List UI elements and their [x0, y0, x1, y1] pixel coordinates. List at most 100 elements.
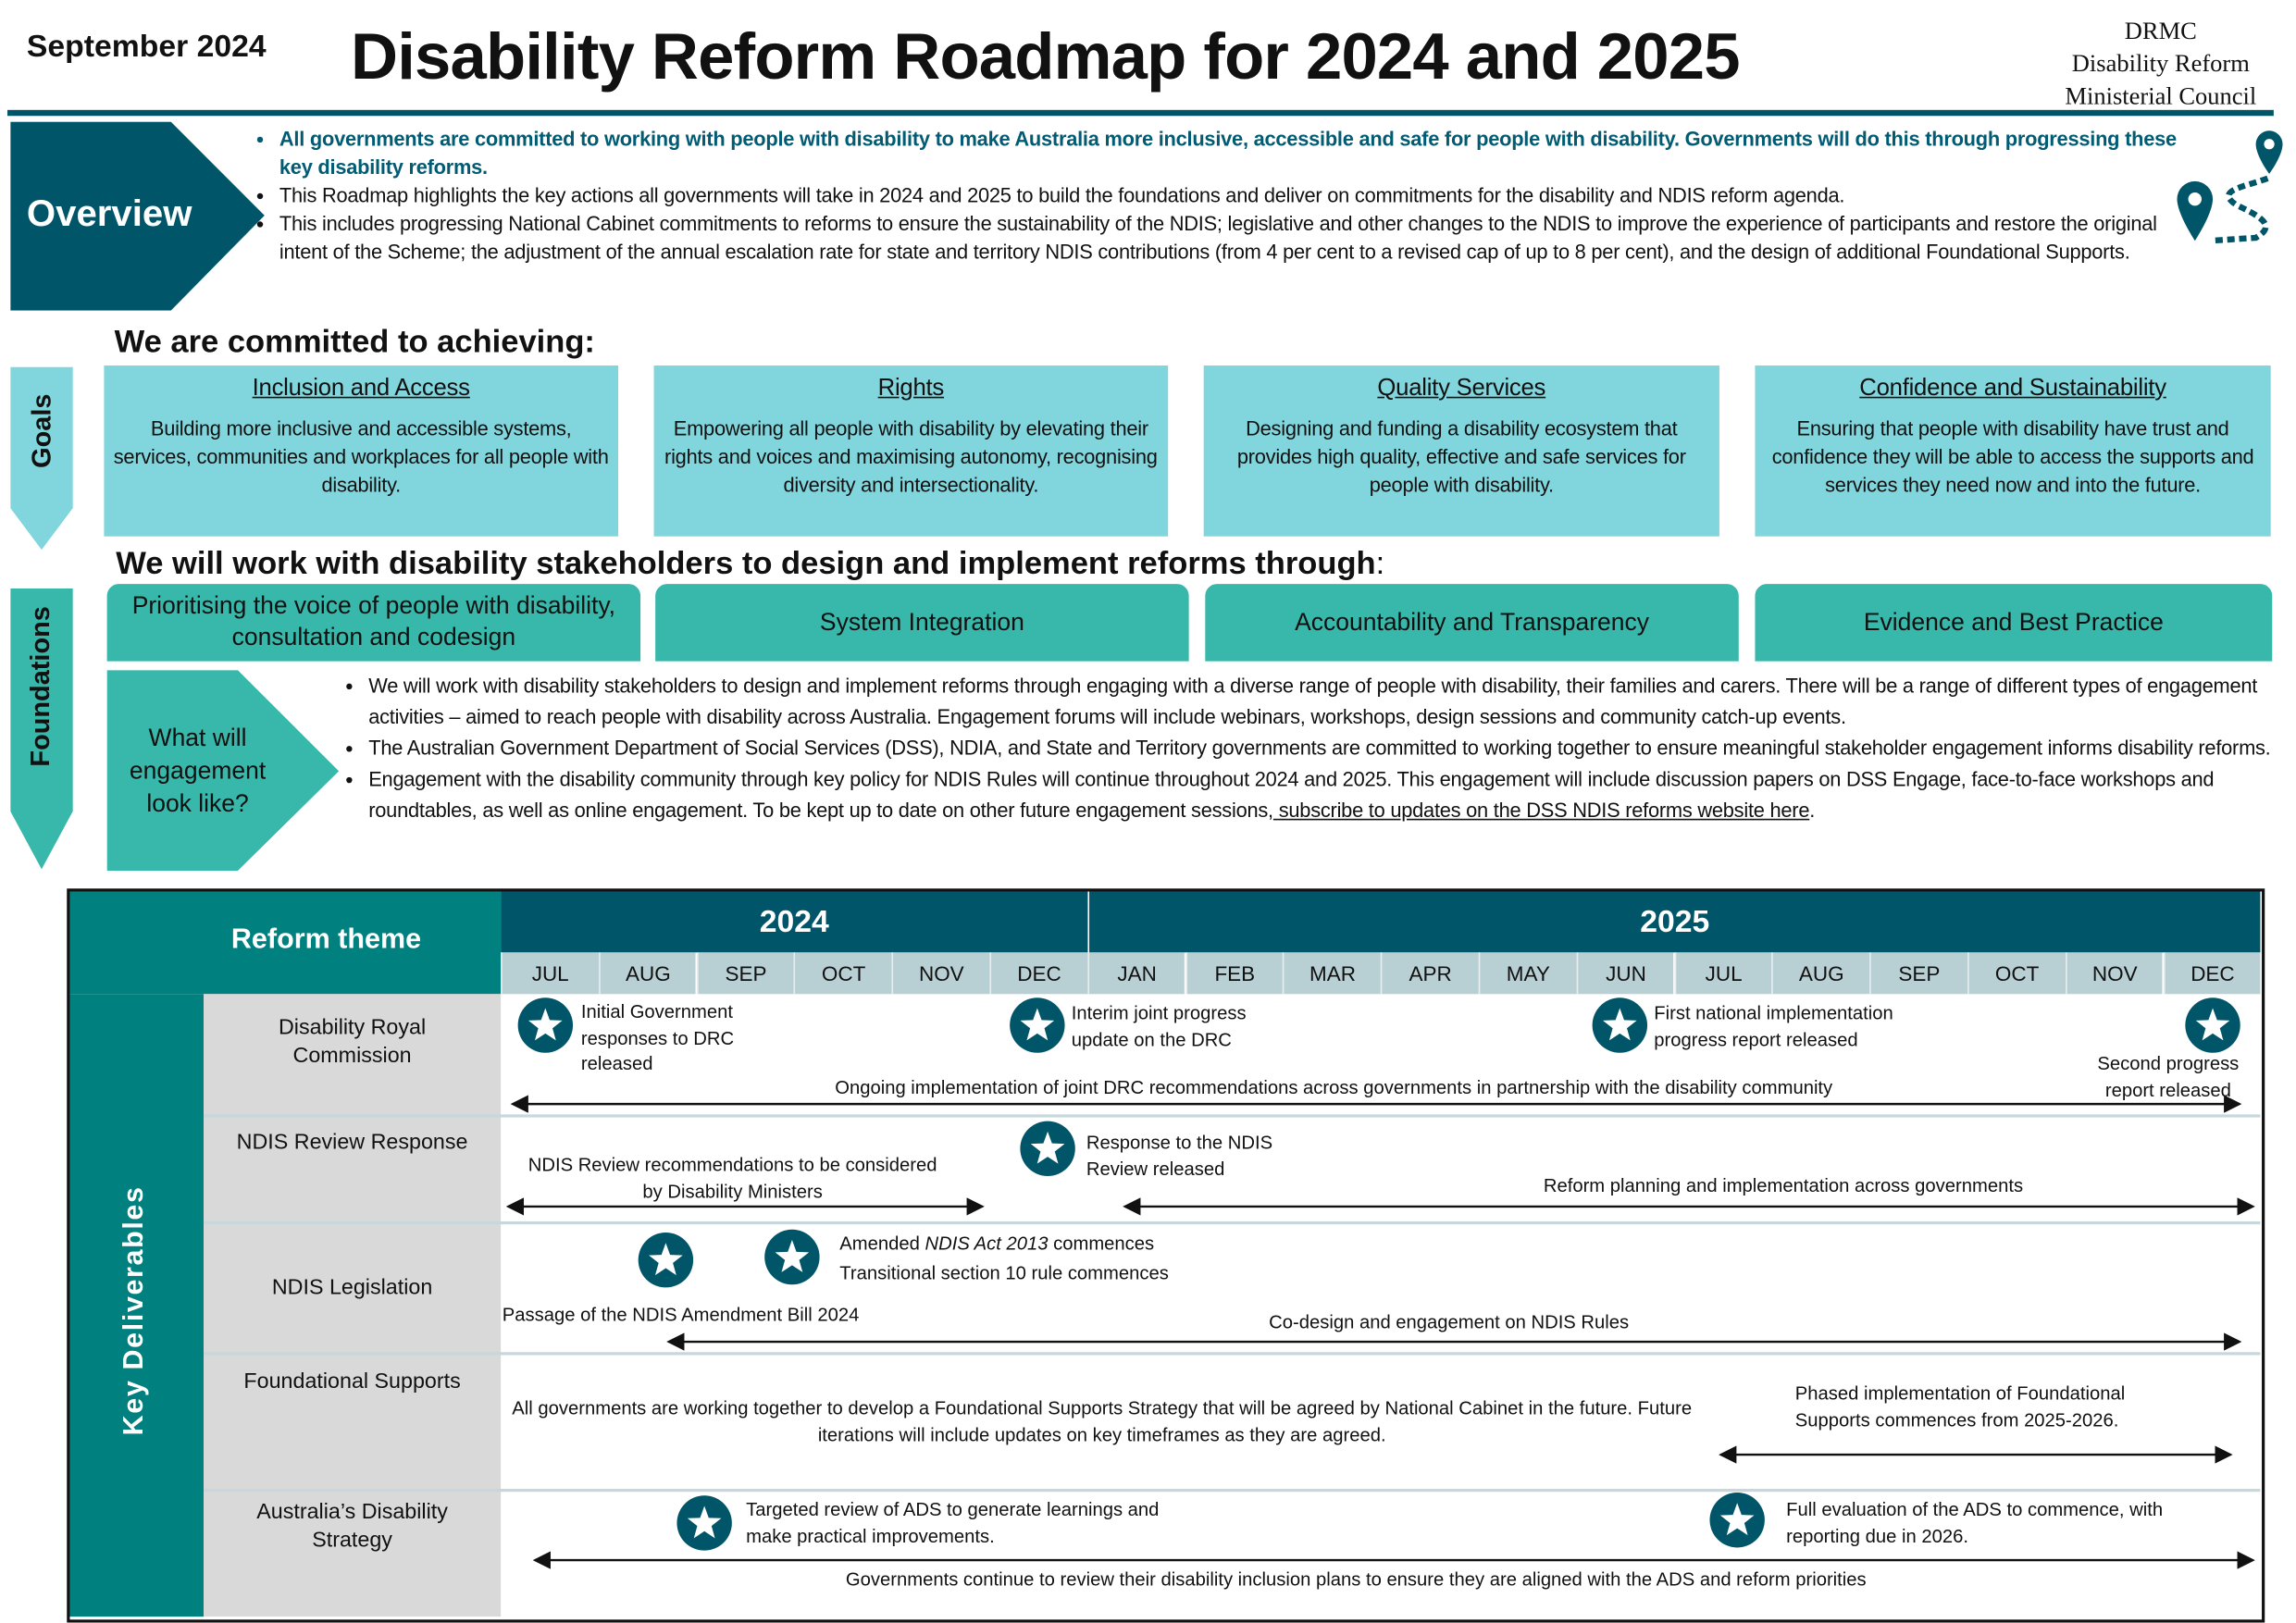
overview-chevron [10, 121, 265, 311]
roadmap-table [67, 888, 2265, 1623]
divider [7, 109, 2274, 117]
month-aug: AUG [1771, 952, 1870, 995]
milestone-text: First national implementation progress r… [1654, 1002, 1893, 1050]
theme-ndis-review: NDIS Review Response [236, 1131, 468, 1155]
month-mar: MAR [1283, 952, 1381, 995]
ongoing-text: Co-design and engagement on NDIS Rules [1269, 1311, 1630, 1333]
dss-subscribe-link[interactable]: subscribe to updates on the DSS NDIS ref… [1272, 799, 1810, 823]
ongoing-text: NDIS Review recommendations to be consid… [527, 1154, 937, 1202]
foundation-tab: Accountability and Transparency [1205, 584, 1739, 662]
milestone-text: Amended NDIS Act 2013 commences [839, 1232, 1154, 1258]
month-nov: NOV [891, 952, 990, 995]
goals-heading: We are committed to achieving: [114, 324, 595, 360]
theme-ads: Australia’s Disability Strategy [256, 1500, 448, 1554]
engagement-bullets: We will work with disability stakeholder… [341, 670, 2274, 826]
month-nov: NOV [2065, 952, 2164, 995]
goal-desc: Ensuring that people with disability hav… [1771, 417, 2254, 497]
org-name: DRMC Disability Reform Ministerial Counc… [2039, 15, 2282, 113]
milestone-text: Transitional section 10 rule commences [839, 1262, 1169, 1284]
milestone-star-icon [638, 1232, 694, 1288]
month-may: MAY [1478, 952, 1577, 995]
milestone-star-icon [2185, 997, 2241, 1053]
milestone-text-part: commences [1048, 1233, 1155, 1255]
foundations-arrow [10, 588, 73, 870]
month-jul: JUL [501, 952, 599, 995]
goal-title: Quality Services [1377, 376, 1546, 402]
overview-label: Overview [26, 192, 192, 235]
overview-bullets: All governments are committed to working… [238, 125, 2185, 266]
milestone-text-part: Amended [839, 1233, 920, 1255]
ongoing-text: Ongoing implementation of joint DRC reco… [835, 1077, 1833, 1098]
period: . [1809, 799, 1816, 823]
overview-bullet: This Roadmap highlights the key actions … [279, 181, 2185, 210]
foundations-heading-text: We will work with disability stakeholder… [116, 545, 1376, 581]
goals-arrow [10, 366, 73, 551]
milestone-star-icon [1009, 997, 1065, 1053]
month-feb: FEB [1185, 952, 1284, 995]
theme-drc: Disability Royal Commission [278, 1016, 427, 1069]
key-deliverables-column [69, 994, 204, 1617]
milestone-star-icon [763, 1229, 820, 1285]
engagement-chevron [106, 670, 340, 871]
theme-header: Reform theme [230, 923, 422, 956]
milestone-text: Initial Government responses to DRC rele… [580, 1001, 735, 1074]
goal-title: Inclusion and Access [252, 376, 470, 402]
milestone-star-icon [676, 1494, 733, 1551]
milestone-star-icon [1709, 1492, 1766, 1548]
row-divider [203, 1220, 2261, 1225]
foundation-tab: Evidence and Best Practice [1755, 584, 2273, 662]
ongoing-text: All governments are working together to … [512, 1398, 1693, 1445]
foundations-heading: We will work with disability stakeholder… [116, 545, 1384, 582]
month-oct: OCT [794, 952, 892, 995]
engagement-bullet: The Australian Government Department of … [368, 733, 2274, 764]
engagement-bullet-text: Engagement with the disability community… [368, 768, 2215, 823]
goal-title: Rights [877, 376, 945, 402]
month-dec: DEC [989, 952, 1087, 995]
ongoing-text: Governments continue to review their dis… [845, 1568, 1867, 1591]
foundation-tab: Prioritising the voice of people with di… [106, 584, 641, 662]
engagement-bullet: Engagement with the disability community… [368, 763, 2274, 825]
milestone-text: Interim joint progress update on the DRC [1071, 1002, 1247, 1050]
goal-desc: Designing and funding a disability ecosy… [1236, 417, 1686, 497]
overview-bullet: All governments are committed to working… [279, 125, 2185, 181]
goal-desc: Building more inclusive and accessible s… [113, 417, 609, 497]
year-2024: 2024 [501, 891, 1088, 953]
month-jan: JAN [1087, 952, 1185, 995]
org-abbrev: DRMC [2124, 16, 2197, 45]
milestone-star-icon [1592, 997, 1648, 1053]
milestone-star-icon [1020, 1121, 1076, 1177]
milestone-text: Second progress report released [2097, 1053, 2240, 1101]
year-2025: 2025 [1089, 891, 2261, 953]
org-line: Disability Reform [2071, 48, 2250, 78]
month-oct: OCT [1967, 952, 2066, 995]
engagement-bullet: We will work with disability stakeholder… [368, 670, 2274, 732]
map-route-pin-icon [2177, 130, 2283, 244]
page-title: Disability Reform Roadmap for 2024 and 2… [350, 20, 1741, 94]
theme-header-cell [69, 891, 502, 995]
theme-foundational-supports: Foundational Supports [243, 1369, 461, 1394]
date-label: September 2024 [26, 30, 267, 65]
month-sep: SEP [1869, 952, 1967, 995]
theme-column [203, 994, 502, 1617]
row-divider [203, 1352, 2261, 1356]
goal-title: Confidence and Sustainability [1859, 376, 2166, 402]
row-divider [203, 1114, 2261, 1118]
overview-bullet: This includes progressing National Cabin… [279, 209, 2185, 266]
milestone-text: Response to the NDIS Review released [1086, 1132, 1273, 1180]
month-dec: DEC [2163, 952, 2261, 995]
org-line: Ministerial Council [2065, 81, 2257, 110]
row-divider [203, 1489, 2261, 1493]
month-aug: AUG [598, 952, 697, 995]
goal-desc: Empowering all people with disability by… [664, 417, 1158, 497]
milestone-text: Targeted review of ADS to generate learn… [746, 1499, 1160, 1546]
milestone-text: Passage of the NDIS Amendment Bill 2024 [502, 1304, 860, 1326]
ongoing-text: Phased implementation of Foundational Su… [1794, 1382, 2126, 1431]
heading-colon: : [1375, 545, 1385, 581]
milestone-star-icon [517, 997, 574, 1053]
engagement-label: What will engagement look like? [129, 725, 267, 818]
month-sep: SEP [696, 952, 794, 995]
